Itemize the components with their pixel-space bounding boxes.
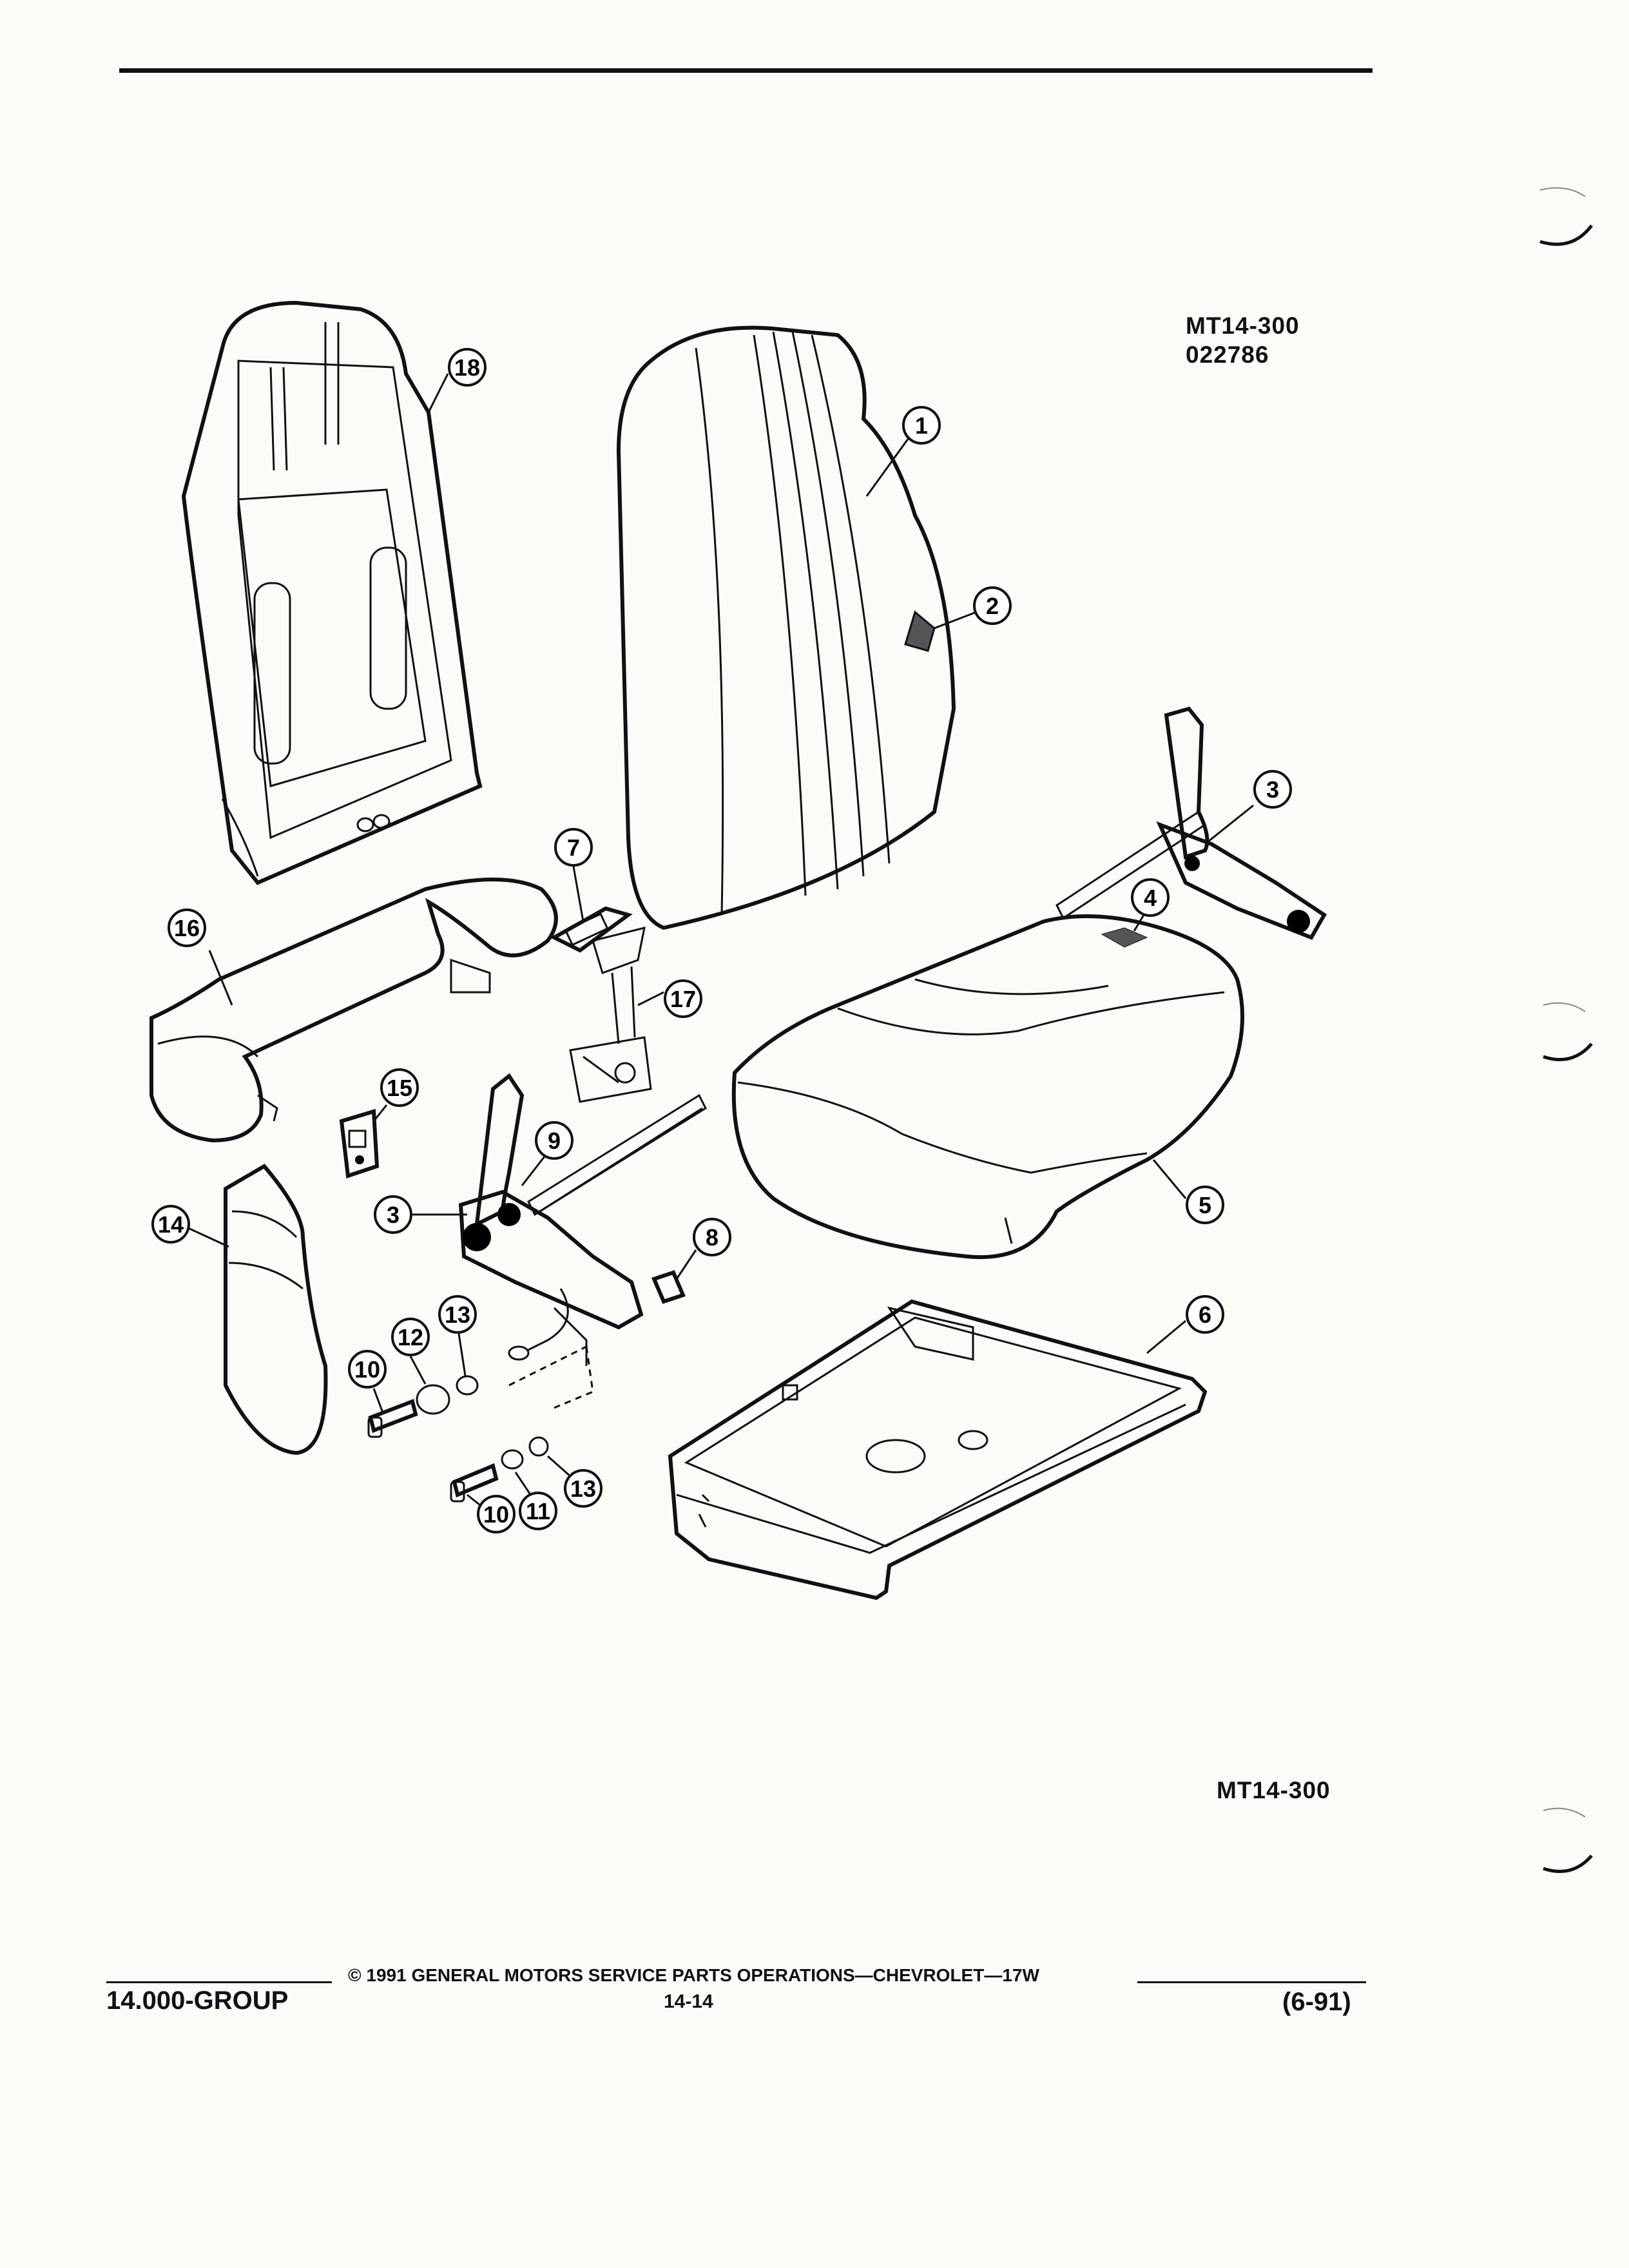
callout-13-lower: 13 xyxy=(564,1469,602,1508)
footer-group: 14.000-GROUP xyxy=(106,1986,289,2015)
svg-text:14: 14 xyxy=(158,1211,184,1238)
callout-12: 12 xyxy=(391,1318,430,1356)
leader-lines xyxy=(186,373,1254,1509)
top-rule xyxy=(119,68,1373,73)
callout-9: 9 xyxy=(535,1121,574,1160)
svg-text:12: 12 xyxy=(398,1324,423,1350)
svg-text:7: 7 xyxy=(567,834,580,861)
clip-15 xyxy=(339,1109,380,1179)
svg-text:15: 15 xyxy=(387,1075,412,1101)
svg-text:4: 4 xyxy=(1144,885,1157,911)
callout-8: 8 xyxy=(693,1218,731,1256)
latch-assembly xyxy=(569,926,652,1103)
callout-3-left: 3 xyxy=(374,1195,412,1234)
svg-text:8: 8 xyxy=(706,1224,718,1251)
svg-text:13: 13 xyxy=(570,1475,596,1502)
seat-back-panel xyxy=(181,300,483,885)
callout-18: 18 xyxy=(448,348,487,387)
svg-text:18: 18 xyxy=(454,354,480,381)
svg-text:3: 3 xyxy=(1266,776,1279,803)
footer-rule-right xyxy=(1137,1981,1366,1983)
binder-hole-marks xyxy=(1539,224,1593,1873)
callout-6: 6 xyxy=(1186,1295,1224,1334)
side-shield xyxy=(224,1164,328,1456)
patch-4 xyxy=(1101,927,1148,948)
callout-10-lower: 10 xyxy=(477,1495,516,1533)
footer-date: (6-91) xyxy=(1282,1988,1351,2016)
footer-rule-left xyxy=(106,1981,332,1983)
callout-11: 11 xyxy=(519,1492,557,1530)
svg-text:1: 1 xyxy=(915,412,928,439)
recliner-right xyxy=(1055,706,1327,940)
svg-text:9: 9 xyxy=(548,1128,561,1154)
recliner-left xyxy=(458,1073,707,1366)
binder-arc-marks xyxy=(1539,187,1586,1818)
seat-pan xyxy=(668,1299,1208,1600)
callout-13-upper: 13 xyxy=(438,1295,477,1334)
callout-3-right: 3 xyxy=(1253,770,1292,809)
svg-text:10: 10 xyxy=(483,1501,509,1528)
callout-4: 4 xyxy=(1131,878,1170,917)
fasteners xyxy=(367,1345,594,1503)
callout-1: 1 xyxy=(902,406,941,445)
svg-text:3: 3 xyxy=(387,1202,400,1228)
svg-text:2: 2 xyxy=(986,593,999,619)
callout-7: 7 xyxy=(554,828,593,867)
bracket-7 xyxy=(550,906,633,953)
release-knob xyxy=(651,1270,686,1304)
callout-14: 14 xyxy=(151,1205,190,1244)
figure-id-top: MT14-300 xyxy=(1186,312,1300,339)
callout-16: 16 xyxy=(168,908,206,947)
svg-text:16: 16 xyxy=(174,915,200,941)
svg-text:17: 17 xyxy=(670,986,696,1012)
callout-5: 5 xyxy=(1186,1186,1224,1224)
seat-back-cushion xyxy=(616,325,956,930)
figure-id-bottom: MT14-300 xyxy=(1217,1777,1331,1803)
armrest xyxy=(149,878,558,1143)
svg-text:5: 5 xyxy=(1199,1192,1211,1218)
figure-code: 022786 xyxy=(1186,341,1269,368)
callout-10-upper: 10 xyxy=(348,1350,387,1389)
svg-text:13: 13 xyxy=(445,1302,470,1328)
seat-cushion xyxy=(731,914,1244,1260)
svg-text:11: 11 xyxy=(526,1498,550,1524)
callout-15: 15 xyxy=(380,1068,419,1107)
callout-2: 2 xyxy=(973,586,1012,625)
footer-page-number: 14-14 xyxy=(664,1991,713,2012)
svg-text:6: 6 xyxy=(1199,1302,1211,1328)
svg-text:10: 10 xyxy=(354,1356,380,1383)
callout-17: 17 xyxy=(664,979,702,1018)
footer-copyright: © 1991 GENERAL MOTORS SERVICE PARTS OPER… xyxy=(348,1965,1039,1985)
